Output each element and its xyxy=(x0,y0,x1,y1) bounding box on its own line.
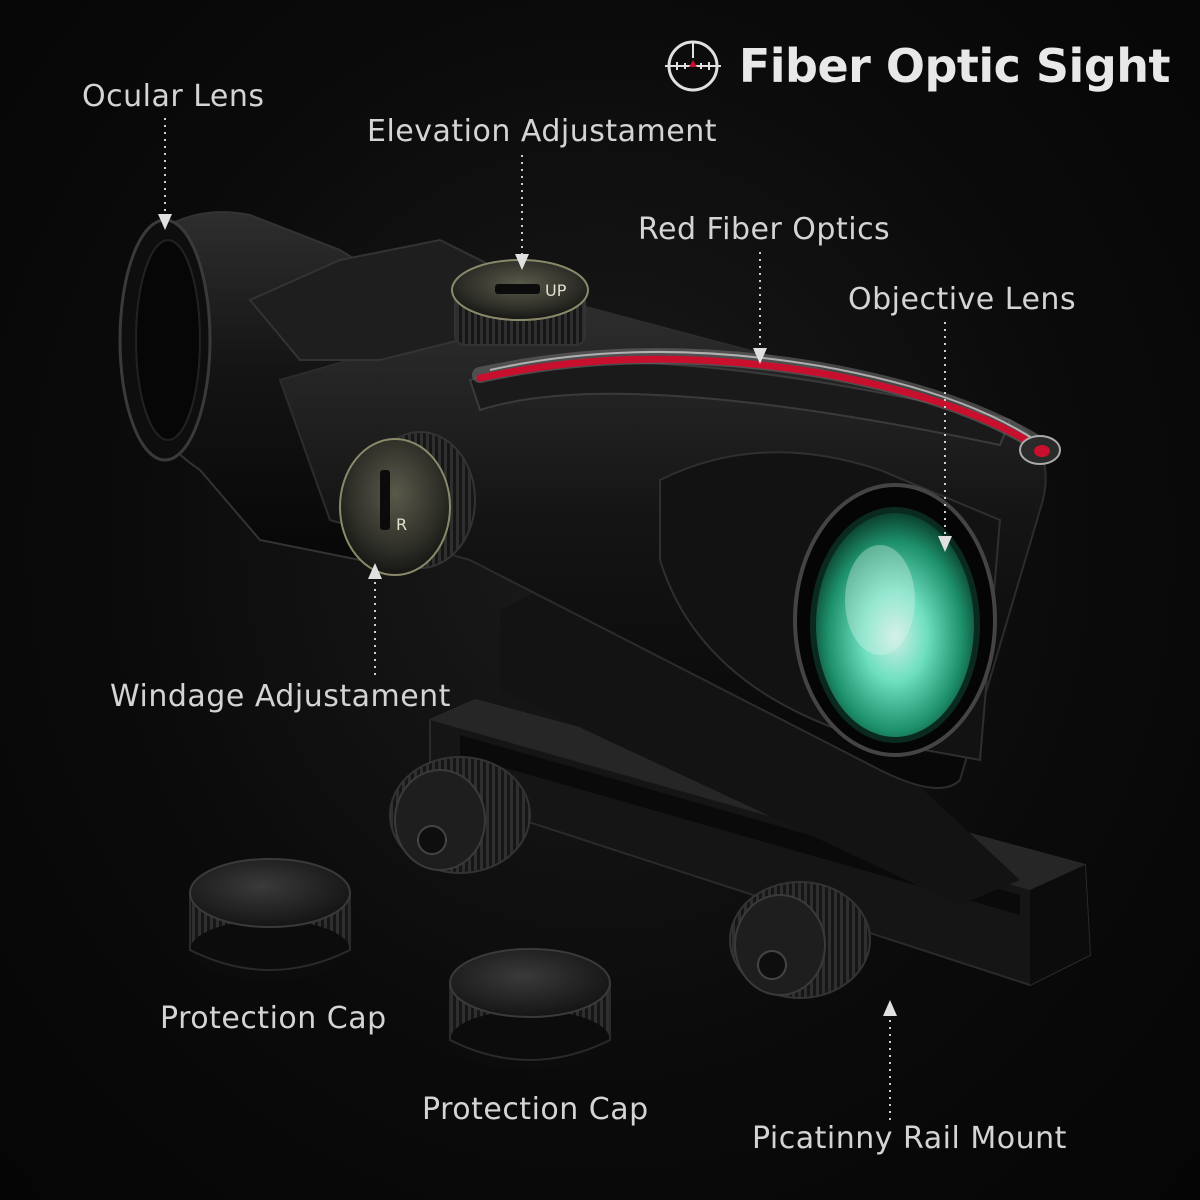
red-fiber-optic xyxy=(472,348,1061,465)
label-windage-adjustment: Windage Adjustament xyxy=(110,679,451,714)
elevation-knob: UP xyxy=(451,259,589,346)
protection-cap-2 xyxy=(449,948,611,1070)
mount-knob-left xyxy=(389,756,531,874)
label-protection-cap-1: Protection Cap xyxy=(160,1001,387,1036)
label-picatinny-rail-mount: Picatinny Rail Mount xyxy=(752,1121,1067,1156)
windage-mark: R xyxy=(396,515,407,534)
objective-lens xyxy=(793,483,997,757)
mount-knob-right xyxy=(729,881,871,999)
picatinny-rail xyxy=(429,580,1092,987)
label-elevation-adjustment: Elevation Adjustament xyxy=(367,114,718,149)
label-objective-lens: Objective Lens xyxy=(848,282,1077,317)
reticle-icon xyxy=(664,40,721,92)
label-ocular-lens: Ocular Lens xyxy=(82,79,265,114)
protection-cap-1 xyxy=(189,858,351,980)
title-row: Fiber Optic Sight xyxy=(663,36,1171,96)
page-title: Fiber Optic Sight xyxy=(738,39,1171,93)
elevation-mark: UP xyxy=(545,281,567,300)
label-red-fiber-optics: Red Fiber Optics xyxy=(638,212,891,247)
label-protection-cap-2: Protection Cap xyxy=(422,1092,649,1127)
windage-knob: R xyxy=(339,431,476,576)
